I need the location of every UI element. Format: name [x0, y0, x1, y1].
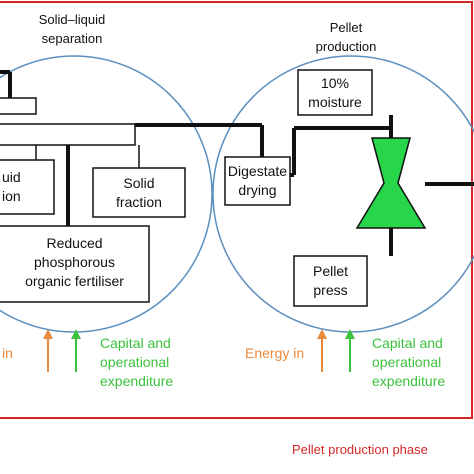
- separation-capital-line1: Capital and: [100, 335, 171, 351]
- drying-label: Digestate drying: [225, 162, 290, 200]
- moisture-line1: 10%: [320, 75, 350, 91]
- solid-fraction-label: Solid fraction: [93, 174, 185, 212]
- moisture-box: [297, 69, 373, 116]
- pellet-capital-label: Capital and operational expenditure: [372, 334, 445, 391]
- fertiliser-box: [0, 225, 150, 303]
- moisture-line2: moisture: [308, 94, 362, 110]
- moisture-label: 10% moisture: [298, 74, 372, 112]
- pellet-press-shape: [355, 137, 427, 229]
- pellet-title: Pellet production: [296, 18, 396, 56]
- fertiliser-line2: phosphorous: [34, 254, 115, 270]
- pellet-title-line1: Pellet: [329, 20, 363, 35]
- separation-title-line1: Solid–liquid: [38, 12, 106, 27]
- pellet-capital-line3: expenditure: [372, 373, 446, 389]
- solid-fraction-box: [92, 167, 186, 218]
- phase-label: Pellet production phase: [292, 442, 428, 457]
- fertiliser-label: Reduced phosphorous organic fertiliser: [0, 234, 149, 291]
- pellet-title-line2: production: [315, 39, 377, 54]
- pellet-capital-line2: operational: [372, 354, 442, 370]
- press-line1: Pellet: [312, 263, 349, 279]
- press-line2: press: [313, 282, 348, 298]
- liquid-fraction-line2: ion: [2, 188, 21, 204]
- pellet-energy-label: Energy in: [245, 345, 305, 361]
- fertiliser-line1: Reduced: [46, 235, 103, 251]
- solid-fraction-line1: Solid: [123, 175, 155, 191]
- press-label: Pellet press: [294, 262, 367, 300]
- separation-energy-label: in: [2, 345, 13, 361]
- drying-line1: Digestate: [227, 163, 288, 179]
- separator-box: [0, 123, 136, 146]
- pellet-capital-line1: Capital and: [372, 335, 443, 351]
- separation-title-line2: separation: [41, 31, 103, 46]
- liquid-fraction-label: uid ion: [2, 168, 21, 206]
- solid-fraction-line2: fraction: [116, 194, 162, 210]
- separation-capital-line2: operational: [100, 354, 170, 370]
- thin-connectors: [35, 145, 140, 168]
- drying-line2: drying: [238, 182, 277, 198]
- drying-box: [224, 156, 291, 206]
- process-connectors: [0, 70, 474, 256]
- fertiliser-line3: organic fertiliser: [25, 273, 124, 289]
- separation-title: Solid–liquid separation: [22, 10, 122, 48]
- liquid-fraction-box: [0, 159, 55, 215]
- press-box: [293, 255, 368, 307]
- feed-box: [0, 97, 37, 115]
- separation-capital-line3: expenditure: [100, 373, 174, 389]
- liquid-fraction-line1: uid: [2, 169, 21, 185]
- phase-frame: [0, 1, 473, 419]
- separation-capital-label: Capital and operational expenditure: [100, 334, 173, 391]
